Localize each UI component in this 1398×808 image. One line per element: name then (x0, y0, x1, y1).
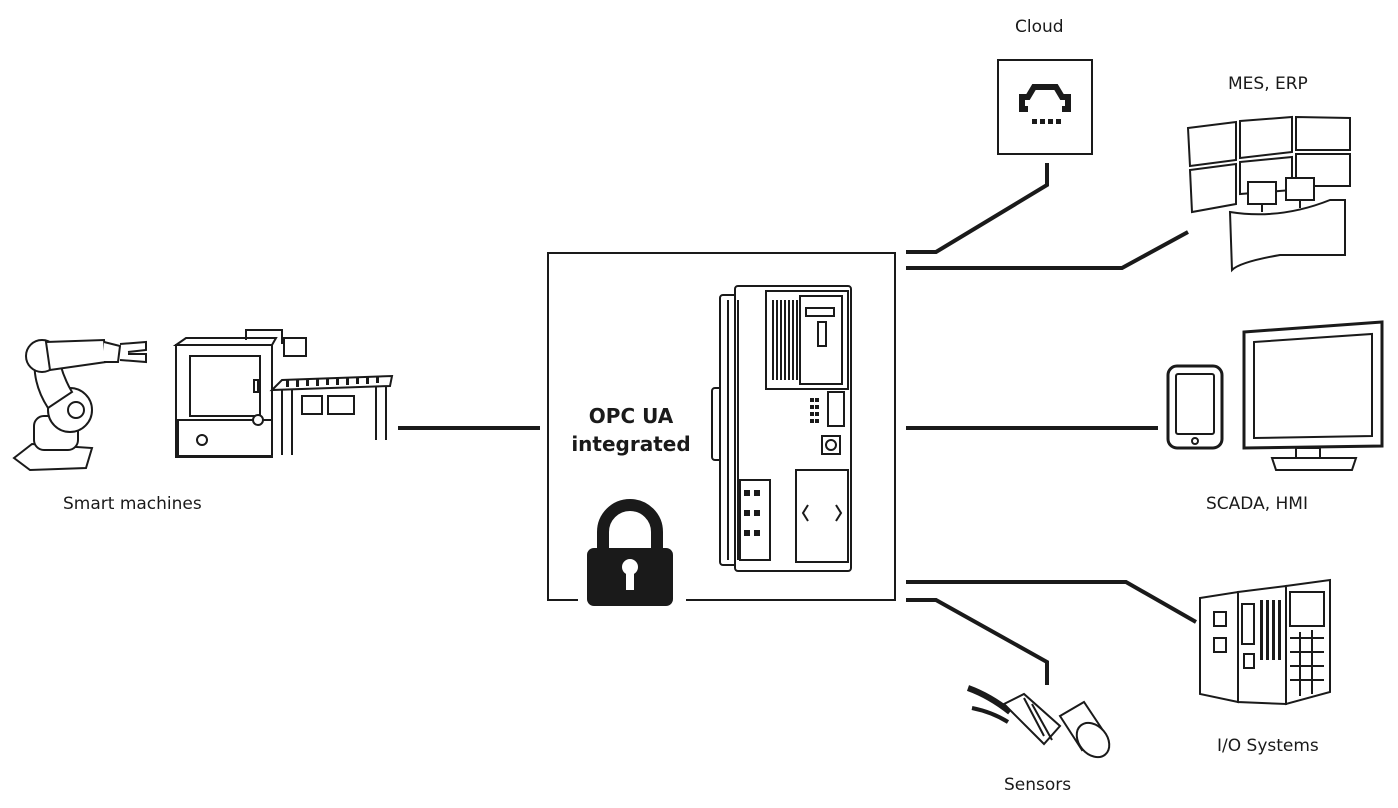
tablet-icon (1166, 364, 1224, 450)
link-sensors (906, 598, 1049, 685)
controller-icon (711, 285, 852, 572)
connection-lines (398, 163, 1197, 685)
cloud-network-icon (997, 59, 1093, 155)
link-io-systems (906, 580, 1197, 624)
io-system-icon (1199, 578, 1331, 706)
padlock-icon (587, 499, 673, 606)
conveyor-icon (269, 374, 394, 455)
label-io-systems: I/O Systems (1217, 736, 1319, 756)
production-machine-icon (172, 329, 307, 458)
label-scada-hmi: SCADA, HMI (1206, 494, 1308, 514)
center-title-line1: OPC UA (588, 404, 674, 428)
label-cloud: Cloud (1015, 17, 1064, 37)
label-mes-erp: MES, ERP (1228, 74, 1308, 94)
center-title: OPC UA integrated (556, 402, 706, 458)
label-sensors: Sensors (1004, 775, 1072, 795)
center-title-line2: integrated (571, 432, 691, 456)
link-mes-erp (906, 230, 1189, 270)
link-cloud (906, 163, 1049, 254)
label-smart-machines: Smart machines (63, 494, 202, 514)
sensor-icon (966, 685, 1111, 759)
robot-arm-icon (12, 338, 147, 472)
control-room-icon (1186, 115, 1351, 273)
center-box (547, 252, 896, 601)
monitor-icon (1242, 320, 1384, 471)
